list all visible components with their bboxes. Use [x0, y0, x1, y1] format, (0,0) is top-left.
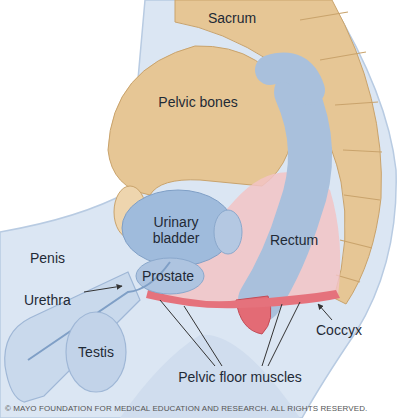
part-label: Testis: [78, 344, 114, 360]
part-label: Prostate: [142, 268, 194, 284]
part-label: Penis: [30, 250, 65, 266]
part-label: Urethra: [24, 292, 71, 308]
copyright-notice: © MAYO FOUNDATION FOR MEDICAL EDUCATION …: [5, 404, 367, 414]
testis-organ: [66, 312, 126, 392]
part-label: Sacrum: [208, 10, 256, 26]
part-label: Urinary bladder: [144, 214, 208, 246]
part-label: Coccyx: [316, 322, 362, 338]
part-label: Rectum: [270, 232, 318, 248]
seminal-vesicle: [214, 210, 242, 254]
part-label: Pelvic bones: [158, 94, 237, 110]
rectum-top: [270, 68, 310, 91]
leader-line: [268, 302, 300, 366]
leader-line: [84, 286, 122, 292]
leader-line: [262, 304, 282, 366]
penis-organ: [5, 272, 140, 402]
rectum-organ: [260, 92, 310, 300]
leader-line: [184, 306, 222, 366]
leader-line: [160, 300, 215, 366]
part-label: Pelvic floor muscles: [178, 369, 302, 385]
leader-line: [318, 304, 332, 320]
